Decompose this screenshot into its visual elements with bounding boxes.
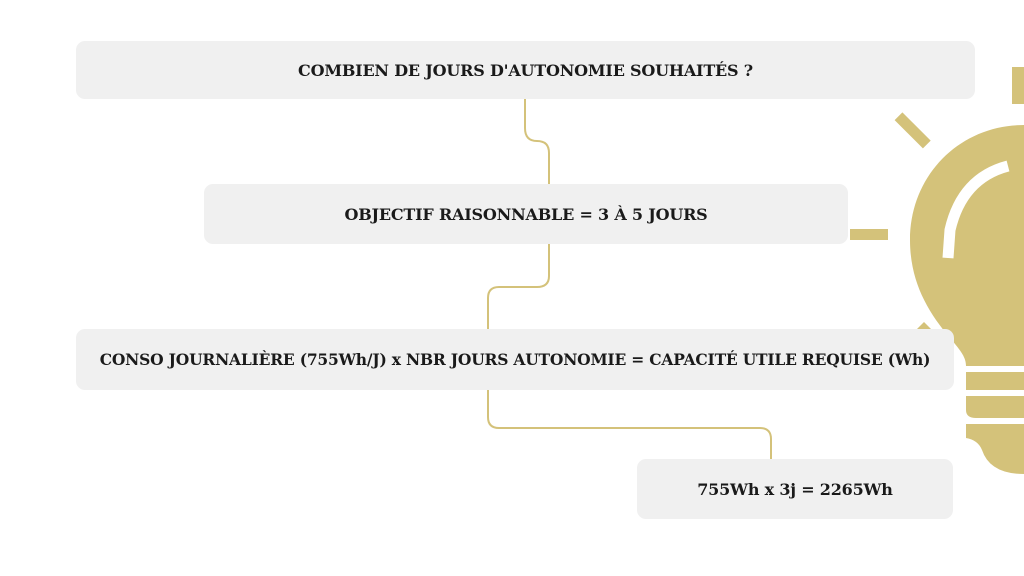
step-formula-box: CONSO JOURNALIÈRE (755Wh/J) x NBR JOURS …	[76, 329, 954, 390]
connector-1-2	[524, 99, 550, 184]
step-result-box: 755Wh x 3j = 2265Wh	[637, 459, 953, 519]
bulb-base-tip	[966, 424, 1024, 474]
ray-diagonal	[894, 112, 931, 149]
bulb-glass	[910, 125, 1024, 366]
connector-2-3	[487, 244, 550, 329]
step-objective-box: OBJECTIF RAISONNABLE = 3 À 5 JOURS	[204, 184, 848, 244]
bulb-base-ring-2	[966, 396, 1024, 418]
step-question-box: COMBIEN DE JOURS D'AUTONOMIE SOUHAITÉS ?	[76, 41, 975, 99]
bulb-highlight	[942, 160, 1010, 259]
step-result-text: 755Wh x 3j = 2265Wh	[697, 479, 893, 499]
step-formula-text: CONSO JOURNALIÈRE (755Wh/J) x NBR JOURS …	[99, 350, 931, 369]
connector-3-4	[487, 390, 772, 459]
step-objective-text: OBJECTIF RAISONNABLE = 3 À 5 JOURS	[344, 204, 708, 224]
step-question-text: COMBIEN DE JOURS D'AUTONOMIE SOUHAITÉS ?	[298, 60, 753, 80]
ray-left	[850, 229, 888, 240]
bulb-base-ring-1	[966, 372, 1024, 390]
ray-top	[1012, 67, 1024, 104]
